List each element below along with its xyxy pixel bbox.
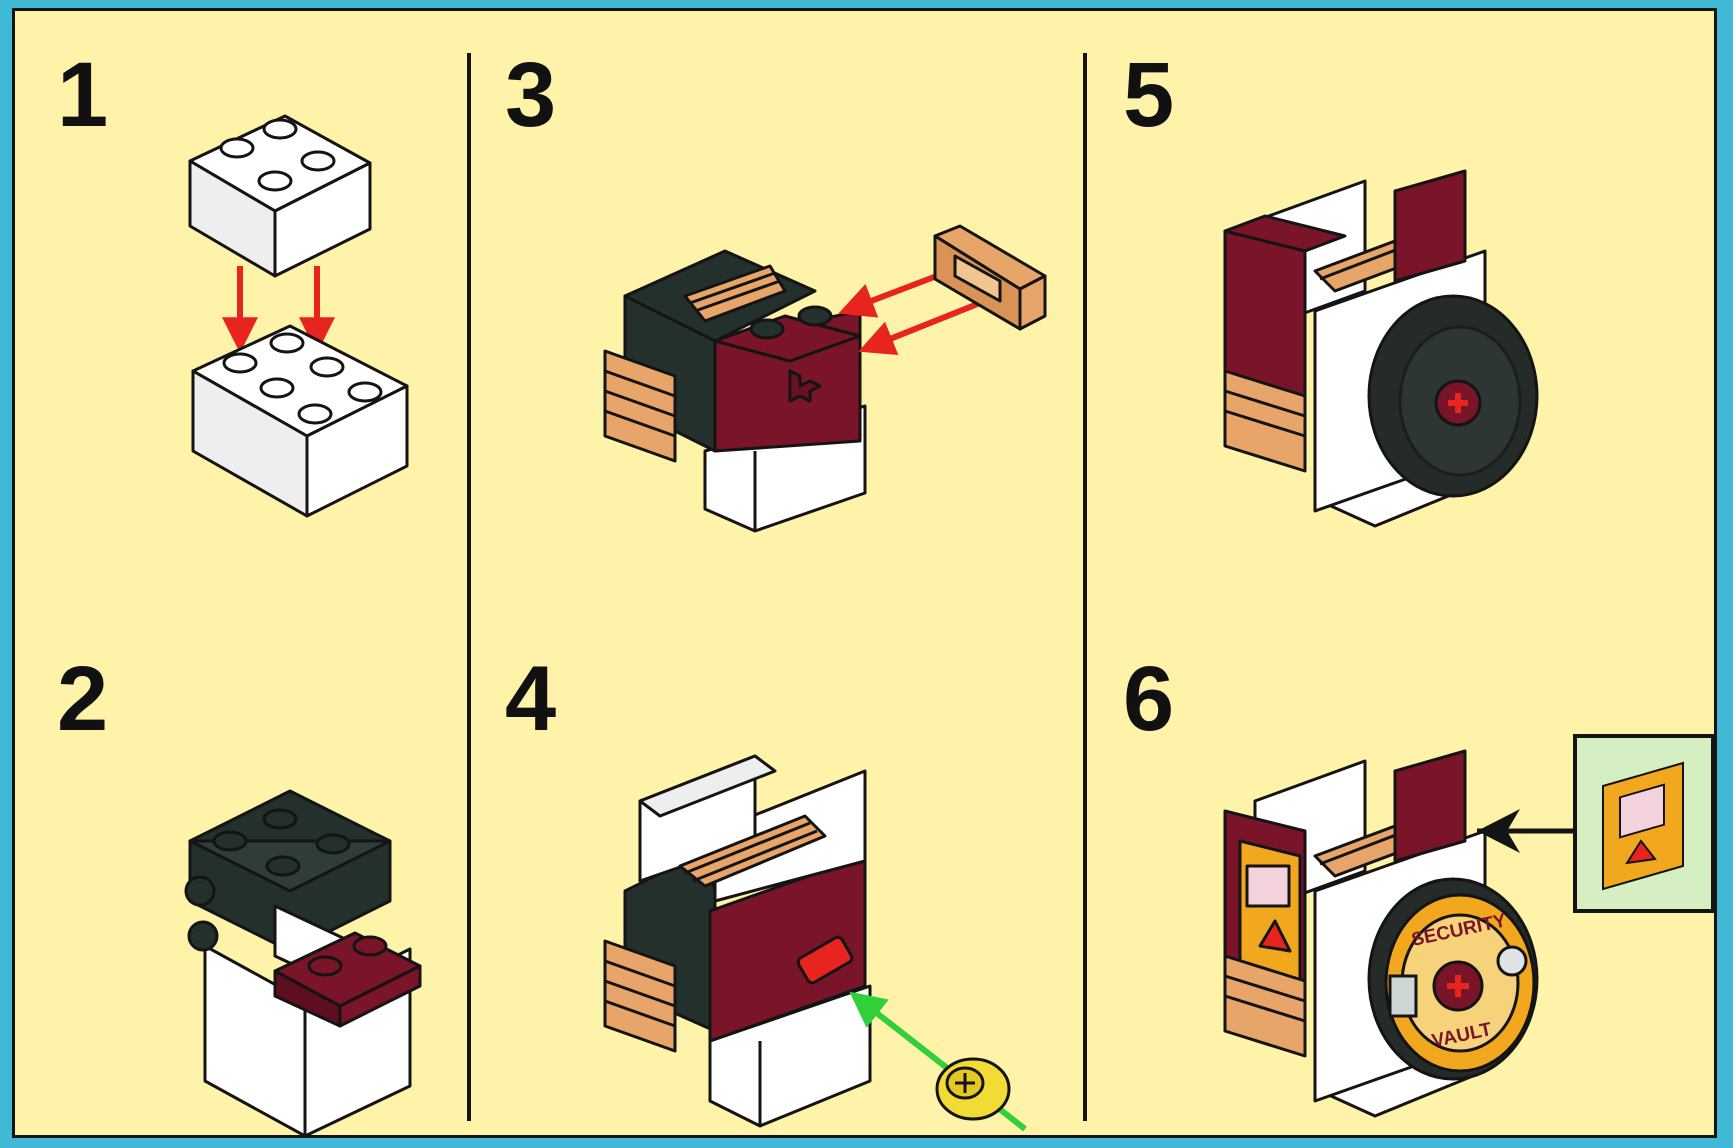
step2-assembly	[186, 791, 420, 1136]
step6-sticker-callout	[1575, 736, 1713, 911]
step5-assembly	[1225, 171, 1537, 526]
step4-assembly	[605, 756, 870, 1126]
security-vault-sticker	[1369, 879, 1537, 1079]
step1-brick-2x3-white	[193, 326, 407, 516]
step3-assembly	[605, 251, 865, 531]
instruction-illustrations: SECURITY VAULT	[15, 11, 1717, 1138]
instruction-board: 1 2 3 4 5 6	[12, 8, 1717, 1138]
step1-brick-2x2-white	[190, 116, 370, 276]
step4-technic-pin	[937, 1059, 1009, 1119]
step6-callout-arrow	[1477, 809, 1575, 853]
